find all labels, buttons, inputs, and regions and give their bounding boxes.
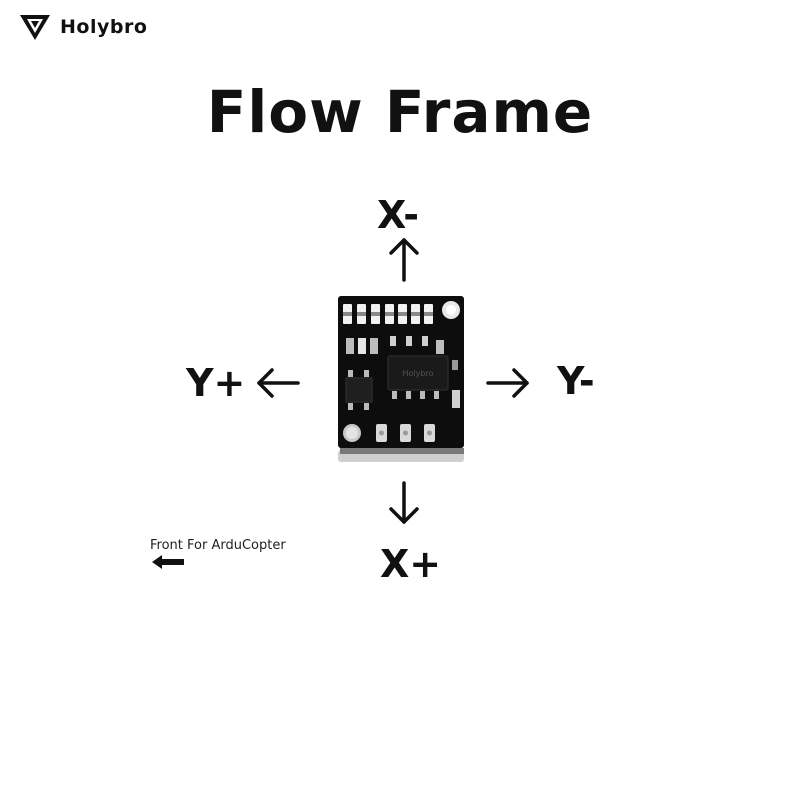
page-title: Flow Frame [206,78,594,146]
flow-sensor-board: Holybro [338,296,464,462]
axis-label-y-plus: Y+ [186,361,246,405]
arrow-left-icon [257,368,300,398]
axis-label-y-minus: Y- [557,359,595,403]
holybro-shield-icon [20,15,50,40]
front-note: Front For ArduCopter [150,538,286,553]
front-arrow-icon [152,555,184,569]
brand-logo: Holybro [18,12,147,42]
arrow-down-icon [389,481,419,524]
axis-label-x-plus: X+ [380,542,442,586]
arrow-right-icon [486,368,529,398]
brand-name: Holybro [60,16,148,38]
axis-label-x-minus: X- [377,193,419,237]
arrow-up-icon [389,238,419,282]
chip-label: Holybro [403,369,434,378]
